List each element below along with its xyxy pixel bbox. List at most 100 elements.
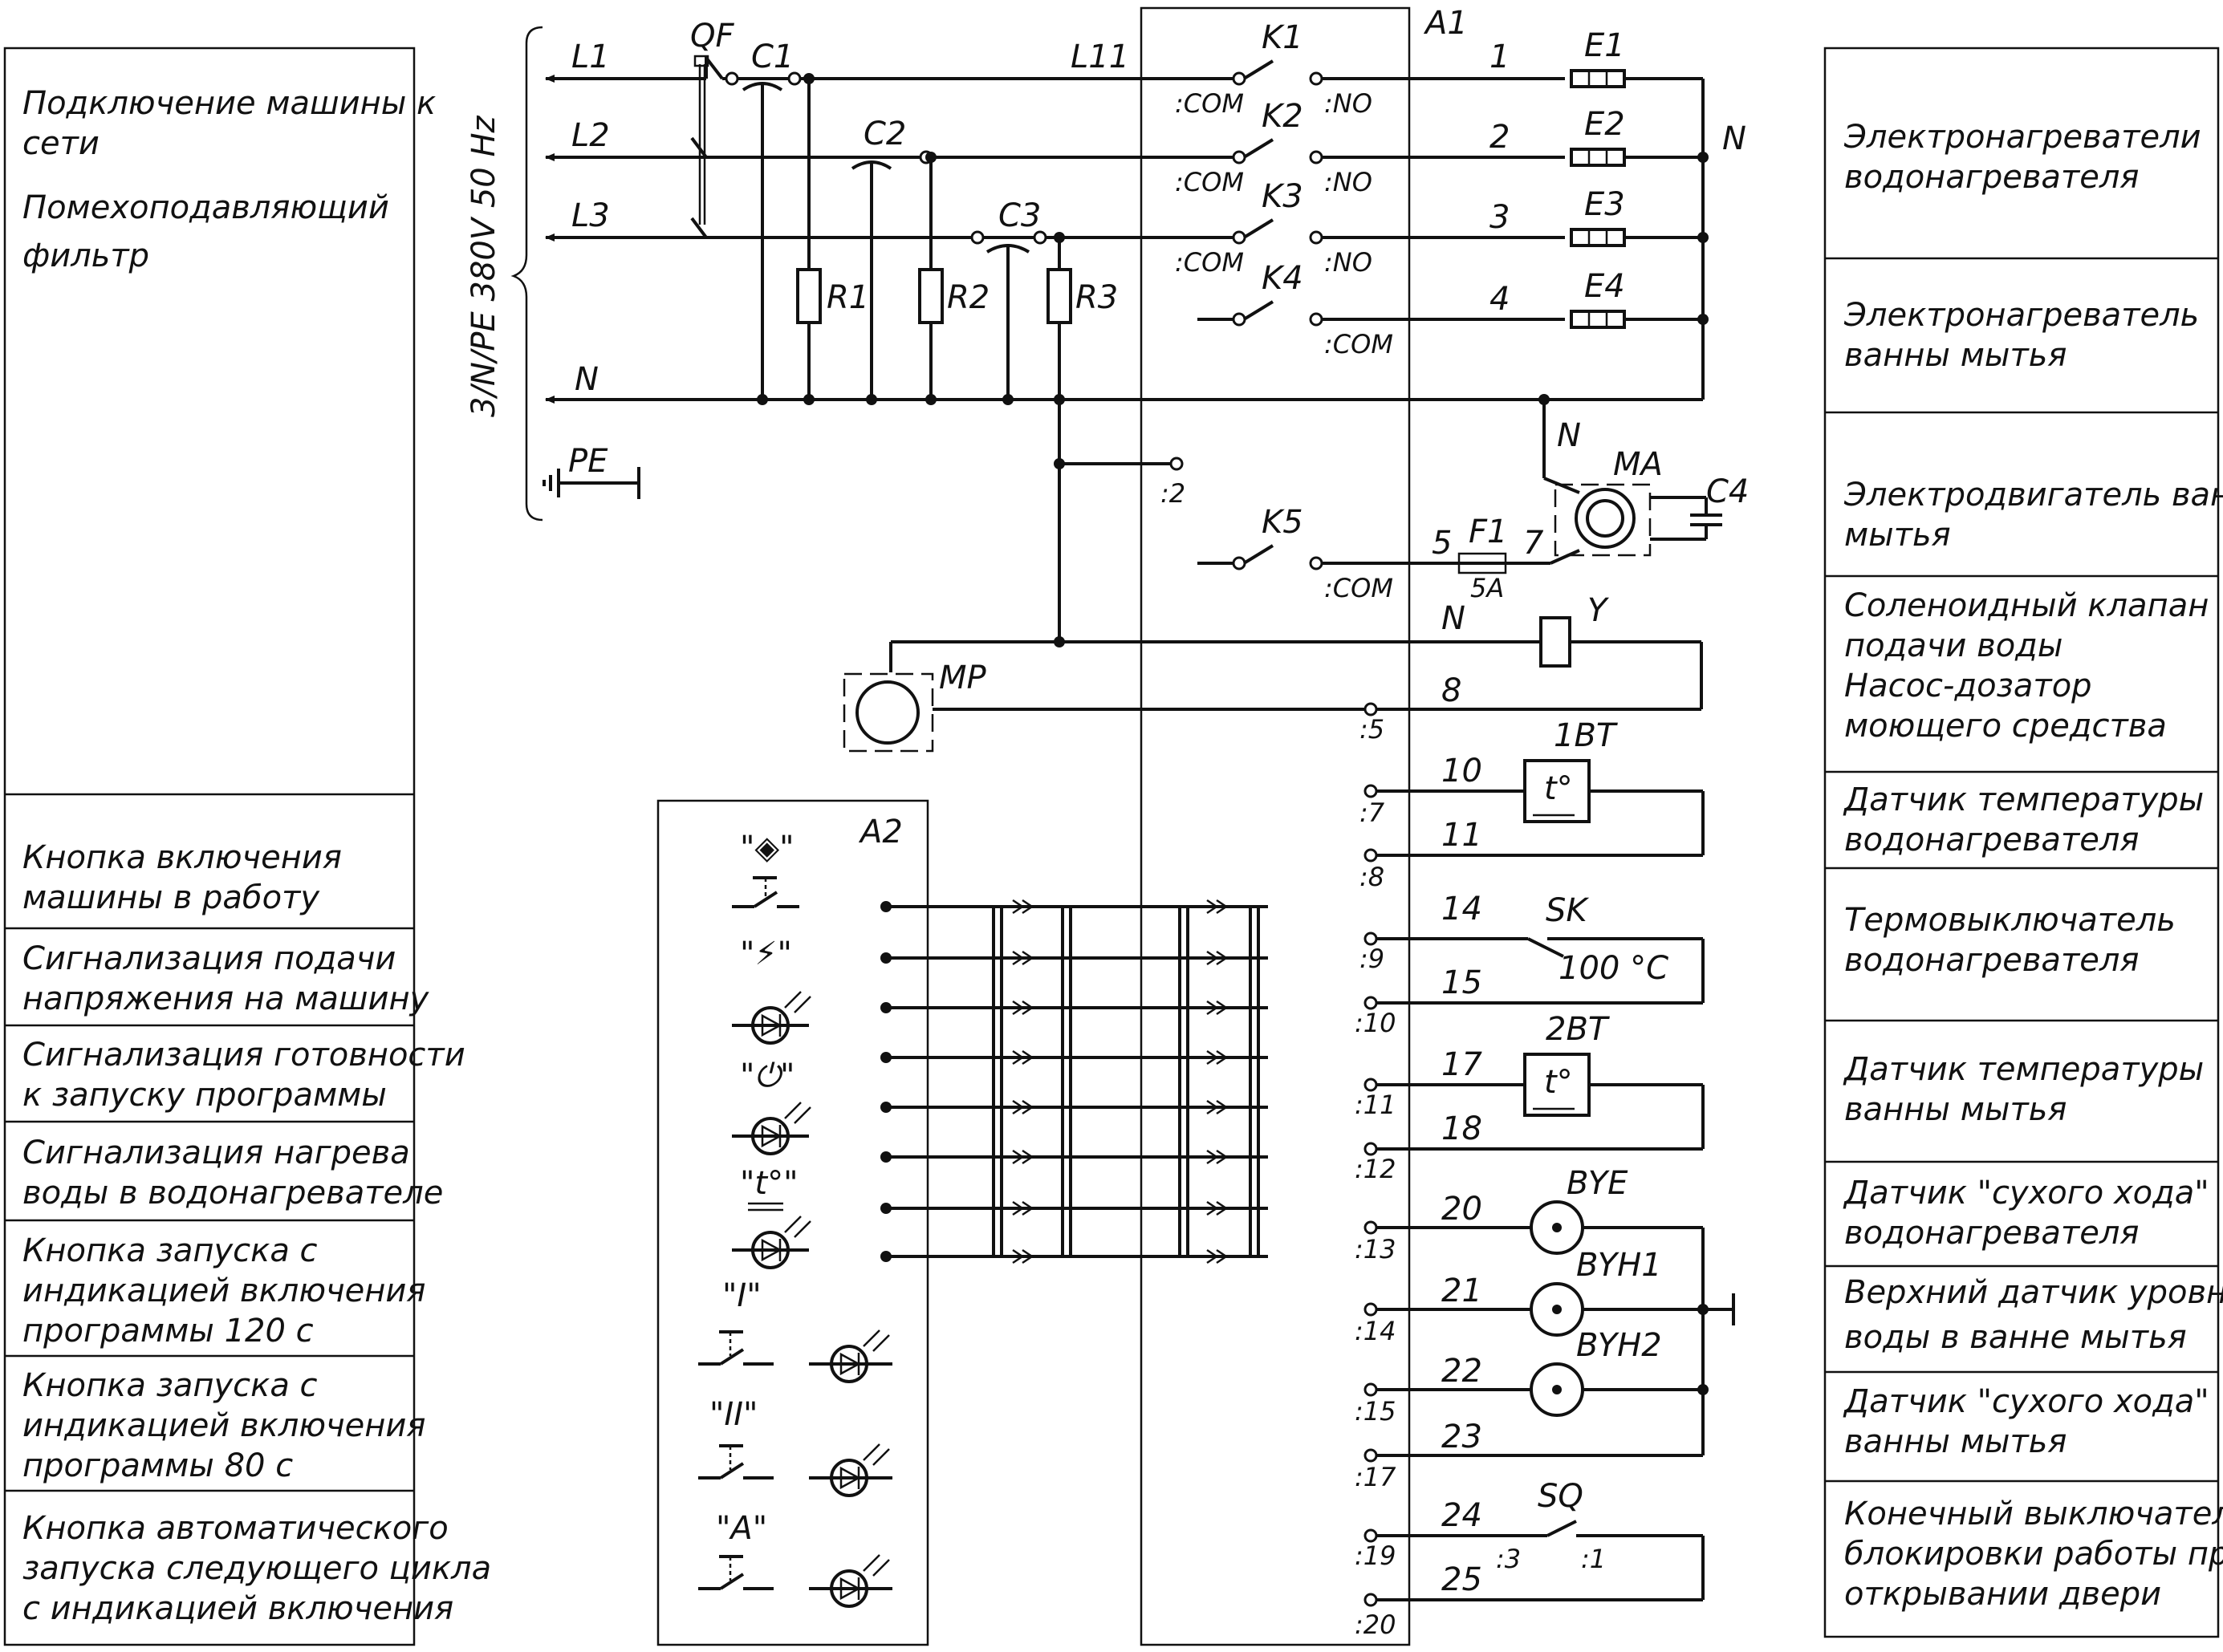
symbol-start: "◈" [740, 830, 795, 867]
program-2-button-icon [698, 1444, 774, 1479]
line-pe-label: PE [568, 443, 608, 480]
heater-e4 [1570, 310, 1626, 329]
k3-com: :COM [1175, 247, 1244, 278]
bus-plug-4 [1206, 1099, 1229, 1115]
noise-filter: C1 R1 C2 R2 C3 R3 [725, 39, 1118, 642]
left-label-0-line-1: сети [22, 125, 100, 162]
right-label-10-line-0: Конечный выключатель [1844, 1496, 2223, 1532]
wire-22: 22 [1441, 1353, 1482, 1390]
power-button-icon [732, 876, 799, 908]
terminal-20-label: :20 [1355, 1609, 1396, 1640]
program-auto-led-icon [809, 1554, 892, 1608]
c3-label: C3 [998, 197, 1041, 234]
k2-label: K2 [1262, 98, 1303, 135]
supply-section: 3/N/PE 380V 50 Hz L1 L2 L3 N PE [465, 26, 1703, 522]
symbol-heating: "t°" [740, 1165, 798, 1202]
terminal-8-label: :8 [1359, 862, 1384, 892]
left-description-panel: Подключение машины к сети Помехоподавляю… [3, 47, 491, 1646]
bus-node-1 [880, 952, 892, 964]
bus-node-5 [880, 1151, 892, 1163]
connector-bus [880, 899, 1268, 1264]
bus-plug-1 [1206, 950, 1229, 966]
temp-sensor-1bt-symbol: t° [1544, 770, 1573, 807]
wire-5: 5 [1432, 525, 1452, 562]
bus-plug-3 [1012, 1049, 1034, 1065]
left-panel-frame [3, 47, 416, 1646]
right-label-3-line-1: подачи воды [1844, 627, 2062, 664]
led-heating-icon [732, 1202, 811, 1269]
r1-label: R1 [827, 279, 869, 316]
wire-1: 1 [1489, 39, 1510, 75]
wire-10: 10 [1441, 753, 1482, 789]
valve-pump-section: Y N MP 8 :5 [843, 592, 1703, 753]
left-label-7-line-2: с индикацией включения [22, 1590, 453, 1627]
terminal-5-label: :5 [1359, 714, 1384, 745]
wire-15: 15 [1441, 964, 1482, 1001]
left-label-2-line-1: напряжения на машину [22, 980, 430, 1017]
left-label-3-line-0: Сигнализация готовности [22, 1037, 465, 1074]
right-label-9-line-1: ванны мытья [1844, 1423, 2067, 1460]
led-power-icon [732, 991, 811, 1045]
level-sensor-byh1-label: BYH1 [1576, 1247, 1662, 1284]
c2-label: C2 [864, 116, 906, 152]
c4-label: C4 [1706, 473, 1749, 510]
left-label-1-line-0: Кнопка включения [22, 839, 342, 876]
e2-label: E2 [1584, 106, 1625, 143]
left-label-2-line-0: Сигнализация подачи [22, 940, 396, 977]
bus-plug-0 [1012, 899, 1034, 915]
heaters: E1 E2 E3 E4 N [1570, 27, 1746, 400]
level-sensor-bye-label: BYE [1567, 1165, 1628, 1202]
wire-17: 17 [1441, 1046, 1482, 1083]
left-label-6-line-0: Кнопка запуска с [22, 1367, 318, 1404]
wire-24: 24 [1441, 1497, 1482, 1534]
k1-no: :NO [1324, 88, 1372, 119]
k2-com: :COM [1175, 167, 1244, 197]
resistor-r3 [1046, 268, 1072, 324]
bus-plug-7 [1012, 1248, 1034, 1264]
right-label-4-line-1: водонагревателя [1844, 822, 2139, 858]
k1-com: :COM [1175, 88, 1244, 119]
program-auto-button-icon [698, 1555, 774, 1590]
wire-8: 8 [1441, 672, 1461, 709]
right-description-panel: Электронагреватели водонагревателя Элект… [1823, 47, 2223, 1638]
right-label-3-line-3: моющего средства [1844, 708, 2167, 745]
right-label-10-line-2: открывании двери [1844, 1576, 2161, 1613]
k3-label: K3 [1262, 178, 1303, 215]
left-label-6-line-2: программы 80 с [22, 1447, 293, 1484]
terminal-7-label: :7 [1359, 798, 1385, 828]
temp-sensor-1bt-label: 1BT [1554, 717, 1619, 754]
line-l1-label: L1 [571, 39, 610, 75]
r2-label: R2 [947, 279, 990, 316]
r3-label: R3 [1075, 279, 1118, 316]
k1-label: K1 [1262, 19, 1303, 56]
left-label-7-line-1: запуска следующего цикла [22, 1550, 491, 1587]
led-ready-icon [732, 1102, 811, 1155]
right-label-10-line-1: блокировки работы при [1844, 1536, 2223, 1573]
bus-node-6 [880, 1203, 892, 1214]
terminal-9-label: :9 [1359, 944, 1384, 974]
bus-plug-6 [1206, 1200, 1229, 1216]
terminal-2-label: :2 [1160, 478, 1185, 509]
left-label-3-line-1: к запуску программы [22, 1077, 387, 1114]
wire-4: 4 [1489, 281, 1510, 318]
left-label-0-line-4: фильтр [22, 237, 149, 274]
terminal-17-label: :17 [1355, 1462, 1396, 1492]
pump-mp-label: MP [939, 660, 987, 696]
terminal-11-label: :11 [1355, 1090, 1396, 1120]
left-label-0-line-3: Помехоподавляющий [22, 189, 389, 226]
right-label-6-line-0: Датчик температуры [1843, 1051, 2204, 1088]
wire-21: 21 [1441, 1272, 1482, 1309]
fuse-f1-label: F1 [1469, 513, 1507, 550]
right-label-8-line-1: воды в ванне мытья [1844, 1319, 2187, 1356]
sq-terminal-1: :1 [1581, 1544, 1606, 1574]
program-2-led-icon [809, 1443, 892, 1497]
right-label-1-line-0: Электронагреватель [1843, 297, 2199, 334]
wire-11: 11 [1441, 817, 1482, 854]
terminal-13-label: :13 [1355, 1234, 1396, 1264]
level-sensor-byh2-label: BYH2 [1576, 1327, 1662, 1364]
symbol-program-1: "I" [722, 1277, 762, 1314]
right-label-6-line-1: ванны мытья [1844, 1091, 2067, 1128]
terminal-19-label: :19 [1355, 1540, 1396, 1571]
wire-20: 20 [1441, 1191, 1482, 1228]
